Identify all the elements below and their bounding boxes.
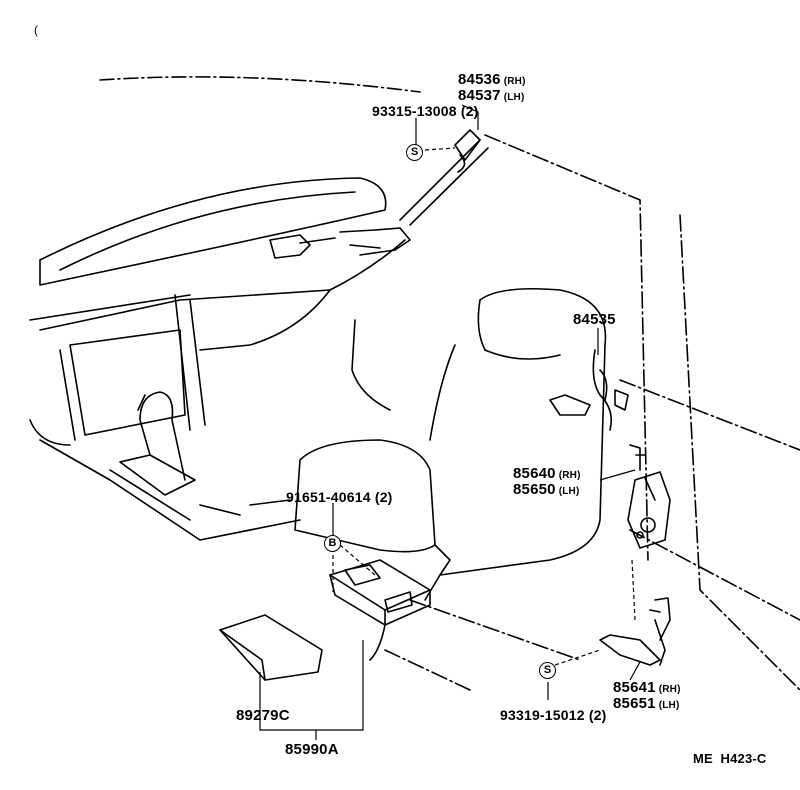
part-93315-13008: 93315-13008 (2) xyxy=(372,104,479,118)
leader-85641 xyxy=(629,661,641,681)
dashboard-top xyxy=(39,177,387,286)
part-89279C: 89279C xyxy=(236,708,290,723)
a-pillar-line xyxy=(484,134,649,561)
sill-line xyxy=(629,529,800,621)
diagram-code: ME H423-C xyxy=(693,751,767,766)
console-pad xyxy=(219,614,323,681)
part-side: (LH) xyxy=(658,700,680,711)
symbol-b: B xyxy=(324,535,341,552)
shift-boot xyxy=(119,454,196,496)
symbol-s-upper: S xyxy=(406,144,423,161)
part-number: 84535 xyxy=(573,311,616,328)
part-number: 85651 xyxy=(613,695,656,712)
part-number: 85650 xyxy=(513,481,556,498)
part-number: 85640 xyxy=(513,465,556,482)
part-side: (RH) xyxy=(658,684,681,695)
part-number: 93315-13008 xyxy=(372,103,457,119)
part-number: 89279C xyxy=(236,707,290,724)
part-number: 84537 xyxy=(458,87,501,104)
part-number: 84536 xyxy=(458,71,501,88)
door-line xyxy=(679,214,800,691)
floor-line-2 xyxy=(384,649,471,691)
body-line-right xyxy=(619,379,800,451)
part-93319-15012: 93319-15012 (2) xyxy=(500,708,607,722)
seat-back xyxy=(439,287,607,576)
floor-line xyxy=(409,599,581,661)
part-91651-40614: 91651-40614 (2) xyxy=(286,490,393,504)
belt-guide-upper xyxy=(399,139,481,221)
part-85990A: 85990A xyxy=(285,742,339,757)
part-side: (RH) xyxy=(503,76,526,87)
part-number: 85641 xyxy=(613,679,656,696)
leader-85640 xyxy=(599,469,636,481)
part-side: (LH) xyxy=(558,486,580,497)
part-84537: 84537(LH) xyxy=(458,88,525,103)
part-number: 91651-40614 xyxy=(286,489,371,505)
leader-84536 xyxy=(461,104,479,130)
part-number: 93319-15012 xyxy=(500,707,585,723)
belt-anchor xyxy=(269,234,311,259)
symbol-s-lower: S xyxy=(539,662,556,679)
glovebox xyxy=(69,329,186,436)
leader-89279C-85990A xyxy=(259,640,364,731)
part-qty: (2) xyxy=(374,489,393,505)
part-84536: 84536(RH) xyxy=(458,72,526,87)
part-qty: (2) xyxy=(460,103,479,119)
belt-buckle xyxy=(599,634,661,666)
part-85641: 85641(RH) xyxy=(613,680,681,695)
belt-84535 xyxy=(592,349,613,431)
part-85651: 85651(LH) xyxy=(613,696,680,711)
roof-line xyxy=(99,76,421,93)
corner-mark: ( xyxy=(34,23,39,37)
seat-cushion xyxy=(294,439,436,553)
part-number: 85990A xyxy=(285,741,339,758)
part-side: (LH) xyxy=(503,92,525,103)
part-qty: (2) xyxy=(588,707,607,723)
belt-motor xyxy=(627,471,671,549)
part-side: (RH) xyxy=(558,470,581,481)
part-85640: 85640(RH) xyxy=(513,466,581,481)
part-84535: 84535 xyxy=(573,312,616,327)
part-85650: 85650(LH) xyxy=(513,482,580,497)
